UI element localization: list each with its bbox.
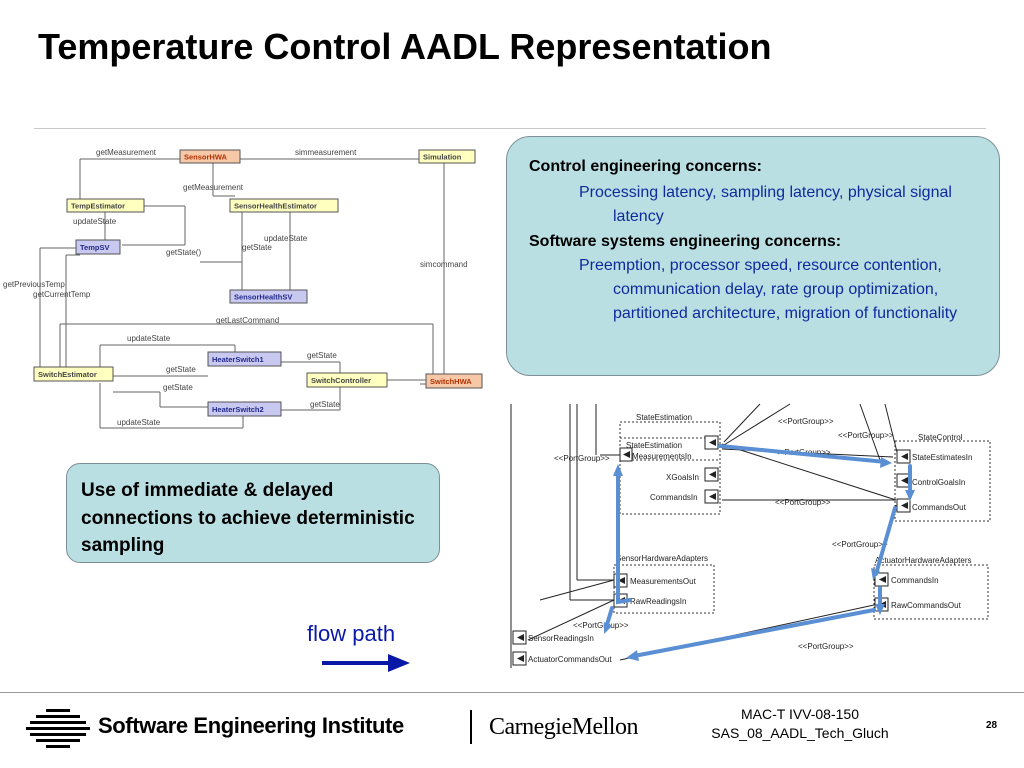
stereotype-portgroup-1: <<PortGroup>> <box>778 417 834 426</box>
software-concerns-heading: Software systems engineering concerns: <box>529 233 842 250</box>
label-update-state-4: updateState <box>117 418 161 427</box>
comp-temp-sv: TempSV <box>80 243 109 252</box>
comp-switch-estimator: SwitchEstimator <box>38 370 97 379</box>
label-get-state-3: getState <box>166 365 196 374</box>
label-get-state: getState <box>242 243 272 252</box>
document-id: MAC-T IVV-08-150 SAS_08_AADL_Tech_Gluch <box>700 705 900 743</box>
document-id-line1: MAC-T IVV-08-150 <box>740 706 859 722</box>
label-get-state-4: getState <box>163 383 193 392</box>
label-get-measurement: getMeasurement <box>96 148 157 157</box>
group-state-estimation: StateEstimation <box>636 413 692 422</box>
software-concerns-detail: Preemption, processor speed, resource co… <box>579 257 958 322</box>
footer-divider <box>0 692 1024 693</box>
group-state-control: StateControl <box>918 433 963 442</box>
label-update-state: updateState <box>73 217 117 226</box>
comp-switch-controller: SwitchController <box>311 376 371 385</box>
comp-sensor-health-estimator: SensorHealthEstimator <box>234 202 317 211</box>
label-simcommand: simcommand <box>420 260 468 269</box>
sei-wordmark: Software Engineering Institute <box>98 713 404 738</box>
port-commands-out: CommandsOut <box>912 503 967 512</box>
label-simmeasurement: simmeasurement <box>295 148 357 157</box>
stereotype-portgroup-7: <<PortGroup>> <box>573 621 629 630</box>
stereotype-portgroup-2: <<PortGroup>> <box>838 431 894 440</box>
title-divider <box>34 128 986 129</box>
document-id-line2: SAS_08_AADL_Tech_Gluch <box>711 725 889 741</box>
comp-heater-switch1: HeaterSwitch1 <box>212 355 264 364</box>
carnegie-mellon-wordmark: CarnegieMellon <box>489 714 638 740</box>
port-measurements-in: MeasurementsIn <box>632 452 692 461</box>
port-commands-in: CommandsIn <box>650 493 698 502</box>
port-xgoals-in: XGoalsIn <box>666 473 699 482</box>
port-measurements-out: MeasurementsOut <box>630 577 697 586</box>
flow-path-arrow-icon <box>322 654 410 672</box>
port-sensor-readings-in: SensorReadingsIn <box>528 634 594 643</box>
control-concerns-heading: Control engineering concerns: <box>529 158 762 175</box>
group-state-estimation-inner: StateEstimation <box>626 441 682 450</box>
port-state-estimates-in: StateEstimatesIn <box>912 453 972 462</box>
component-diagram: SensorHWA Simulation TempEstimator Senso… <box>3 148 483 429</box>
stereotype-portgroup-8: <<PortGroup>> <box>798 642 854 651</box>
flow-path-trace <box>604 444 912 658</box>
flow-path-label: flow path <box>307 621 396 646</box>
label-get-state-paren: getState() <box>166 248 201 257</box>
group-actuator-hardware-adapters: ActuatorHardwareAdapters <box>875 556 972 565</box>
port-raw-readings-in: RawReadingsIn <box>630 597 686 606</box>
footer-separator <box>470 710 472 744</box>
slide-title: Temperature Control AADL Representation <box>38 26 772 67</box>
label-get-previous-temp: getPreviousTemp <box>3 280 65 289</box>
comp-temp-estimator: TempEstimator <box>71 202 125 211</box>
label-get-state-5: getState <box>310 400 340 409</box>
stereotype-portgroup-6: <<PortGroup>> <box>832 540 888 549</box>
label-get-last-command: getLastCommand <box>216 316 279 325</box>
page-number: 28 <box>986 720 998 731</box>
label-get-current-temp: getCurrentTemp <box>33 290 91 299</box>
comp-simulation: Simulation <box>423 153 462 162</box>
label-get-state-2: getState <box>307 351 337 360</box>
stereotype-portgroup-5: <<PortGroup>> <box>775 498 831 507</box>
port-control-goals-in: ControlGoalsIn <box>912 478 965 487</box>
concerns-panel: Control engineering concerns: Processing… <box>506 136 1000 376</box>
stereotype-portgroup-3: <<PortGroup>> <box>554 454 610 463</box>
port-actuator-commands-out: ActuatorCommandsOut <box>528 655 612 664</box>
comp-sensor-health-sv: SensorHealthSV <box>234 293 292 302</box>
label-update-state-3: updateState <box>127 334 171 343</box>
connections-callout: Use of immediate & delayed connections t… <box>66 463 440 563</box>
control-concerns-detail: Processing latency, sampling latency, ph… <box>579 184 952 225</box>
comp-sensor-hwa: SensorHWA <box>184 153 228 162</box>
label-get-measurement-2: getMeasurement <box>183 183 244 192</box>
comp-heater-switch2: HeaterSwitch2 <box>212 405 264 414</box>
port-group-diagram: StateEstimation StateEstimation StateCon… <box>510 403 991 668</box>
label-update-state-2: updateState <box>264 234 308 243</box>
group-sensor-hardware-adapters: SensorHardwareAdapters <box>616 554 708 563</box>
comp-switch-hwa: SwitchHWA <box>430 377 472 386</box>
port-raw-commands-out: RawCommandsOut <box>891 601 962 610</box>
port-commands-in-actuator: CommandsIn <box>891 576 939 585</box>
sei-logo-icon <box>26 709 90 748</box>
